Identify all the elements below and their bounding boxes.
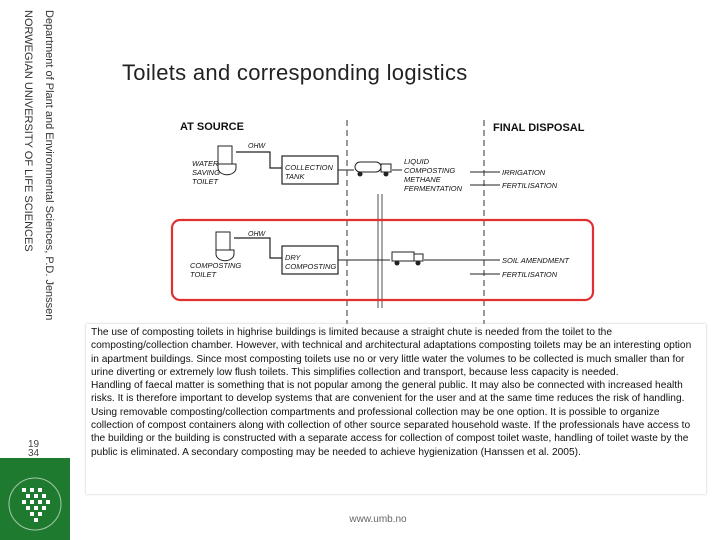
tank-line2: TANK bbox=[285, 172, 305, 181]
output2-soil: SOIL AMENDMENT bbox=[502, 256, 571, 265]
header-at-source: AT SOURCE bbox=[180, 121, 244, 133]
department-label: Department of Plant and Environmental Sc… bbox=[43, 10, 55, 321]
row1-ohw: OHW bbox=[248, 143, 267, 150]
process1-line1: LIQUID bbox=[404, 157, 430, 166]
page-number-bottom: 34 bbox=[28, 448, 40, 459]
dry-composting-box bbox=[281, 245, 339, 275]
row1-pipe bbox=[236, 151, 282, 169]
footer-url[interactable]: www.umb.no bbox=[349, 514, 407, 525]
description-paragraph-1: The use of composting toilets in highris… bbox=[91, 327, 692, 378]
row2-toilet-line1: COMPOSTING bbox=[190, 261, 241, 270]
footer: www.umb.no bbox=[0, 514, 720, 525]
output1-irrigation: IRRIGATION bbox=[502, 168, 546, 177]
truck-wheel-2b bbox=[415, 260, 421, 266]
truck-wheel-2a bbox=[394, 260, 400, 266]
highlight-frame bbox=[170, 218, 595, 302]
description-paragraph-2: Handling of faecal matter is something t… bbox=[91, 380, 691, 458]
row1-toilet-line3: TOILET bbox=[192, 177, 220, 186]
university-logo bbox=[0, 458, 70, 540]
page-number-top: 19 bbox=[28, 439, 40, 450]
description-textbox: The use of composting toilets in highris… bbox=[86, 324, 706, 494]
row1-toilet-line1: WATER bbox=[192, 159, 219, 168]
row2-ohw: OHW bbox=[248, 231, 267, 238]
row1-toilet-line2: SAVING bbox=[192, 168, 220, 177]
output1-fertilisation: FERTILISATION bbox=[502, 181, 558, 190]
logistics-diagram: AT SOURCE FINAL DISPOSAL WATER SAVING TO… bbox=[170, 108, 595, 330]
truck-wheel-1b bbox=[383, 171, 389, 177]
process1-line3: METHANE bbox=[404, 175, 442, 184]
header-final-disposal: FINAL DISPOSAL bbox=[493, 122, 585, 134]
collection-tank-box bbox=[281, 155, 339, 185]
process1-line2: COMPOSTING bbox=[404, 166, 455, 175]
row2-toilet-line2: TOILET bbox=[190, 270, 218, 279]
university-label: NORWEGIAN UNIVERSITY OF LIFE SCIENCES bbox=[22, 10, 34, 252]
process2-line1: DRY bbox=[285, 253, 302, 262]
page-number: 19 34 bbox=[28, 439, 40, 459]
sidebar: Department of Plant and Environmental Sc… bbox=[0, 0, 70, 540]
output2-fertilisation: FERTILISATION bbox=[502, 270, 558, 279]
row2-pipe bbox=[234, 237, 282, 259]
process2-line2: COMPOSTING bbox=[285, 262, 336, 271]
process1-line4: FERMENTATION bbox=[404, 184, 463, 193]
truck-wheel-1a bbox=[357, 171, 363, 177]
toilet-bowl-icon-2 bbox=[215, 249, 235, 262]
slide-title: Toilets and corresponding logistics bbox=[122, 60, 468, 85]
logo-emblem-icon bbox=[8, 477, 62, 531]
toilet-bowl-icon-1 bbox=[217, 163, 237, 176]
tank-line1: COLLECTION bbox=[285, 163, 334, 172]
